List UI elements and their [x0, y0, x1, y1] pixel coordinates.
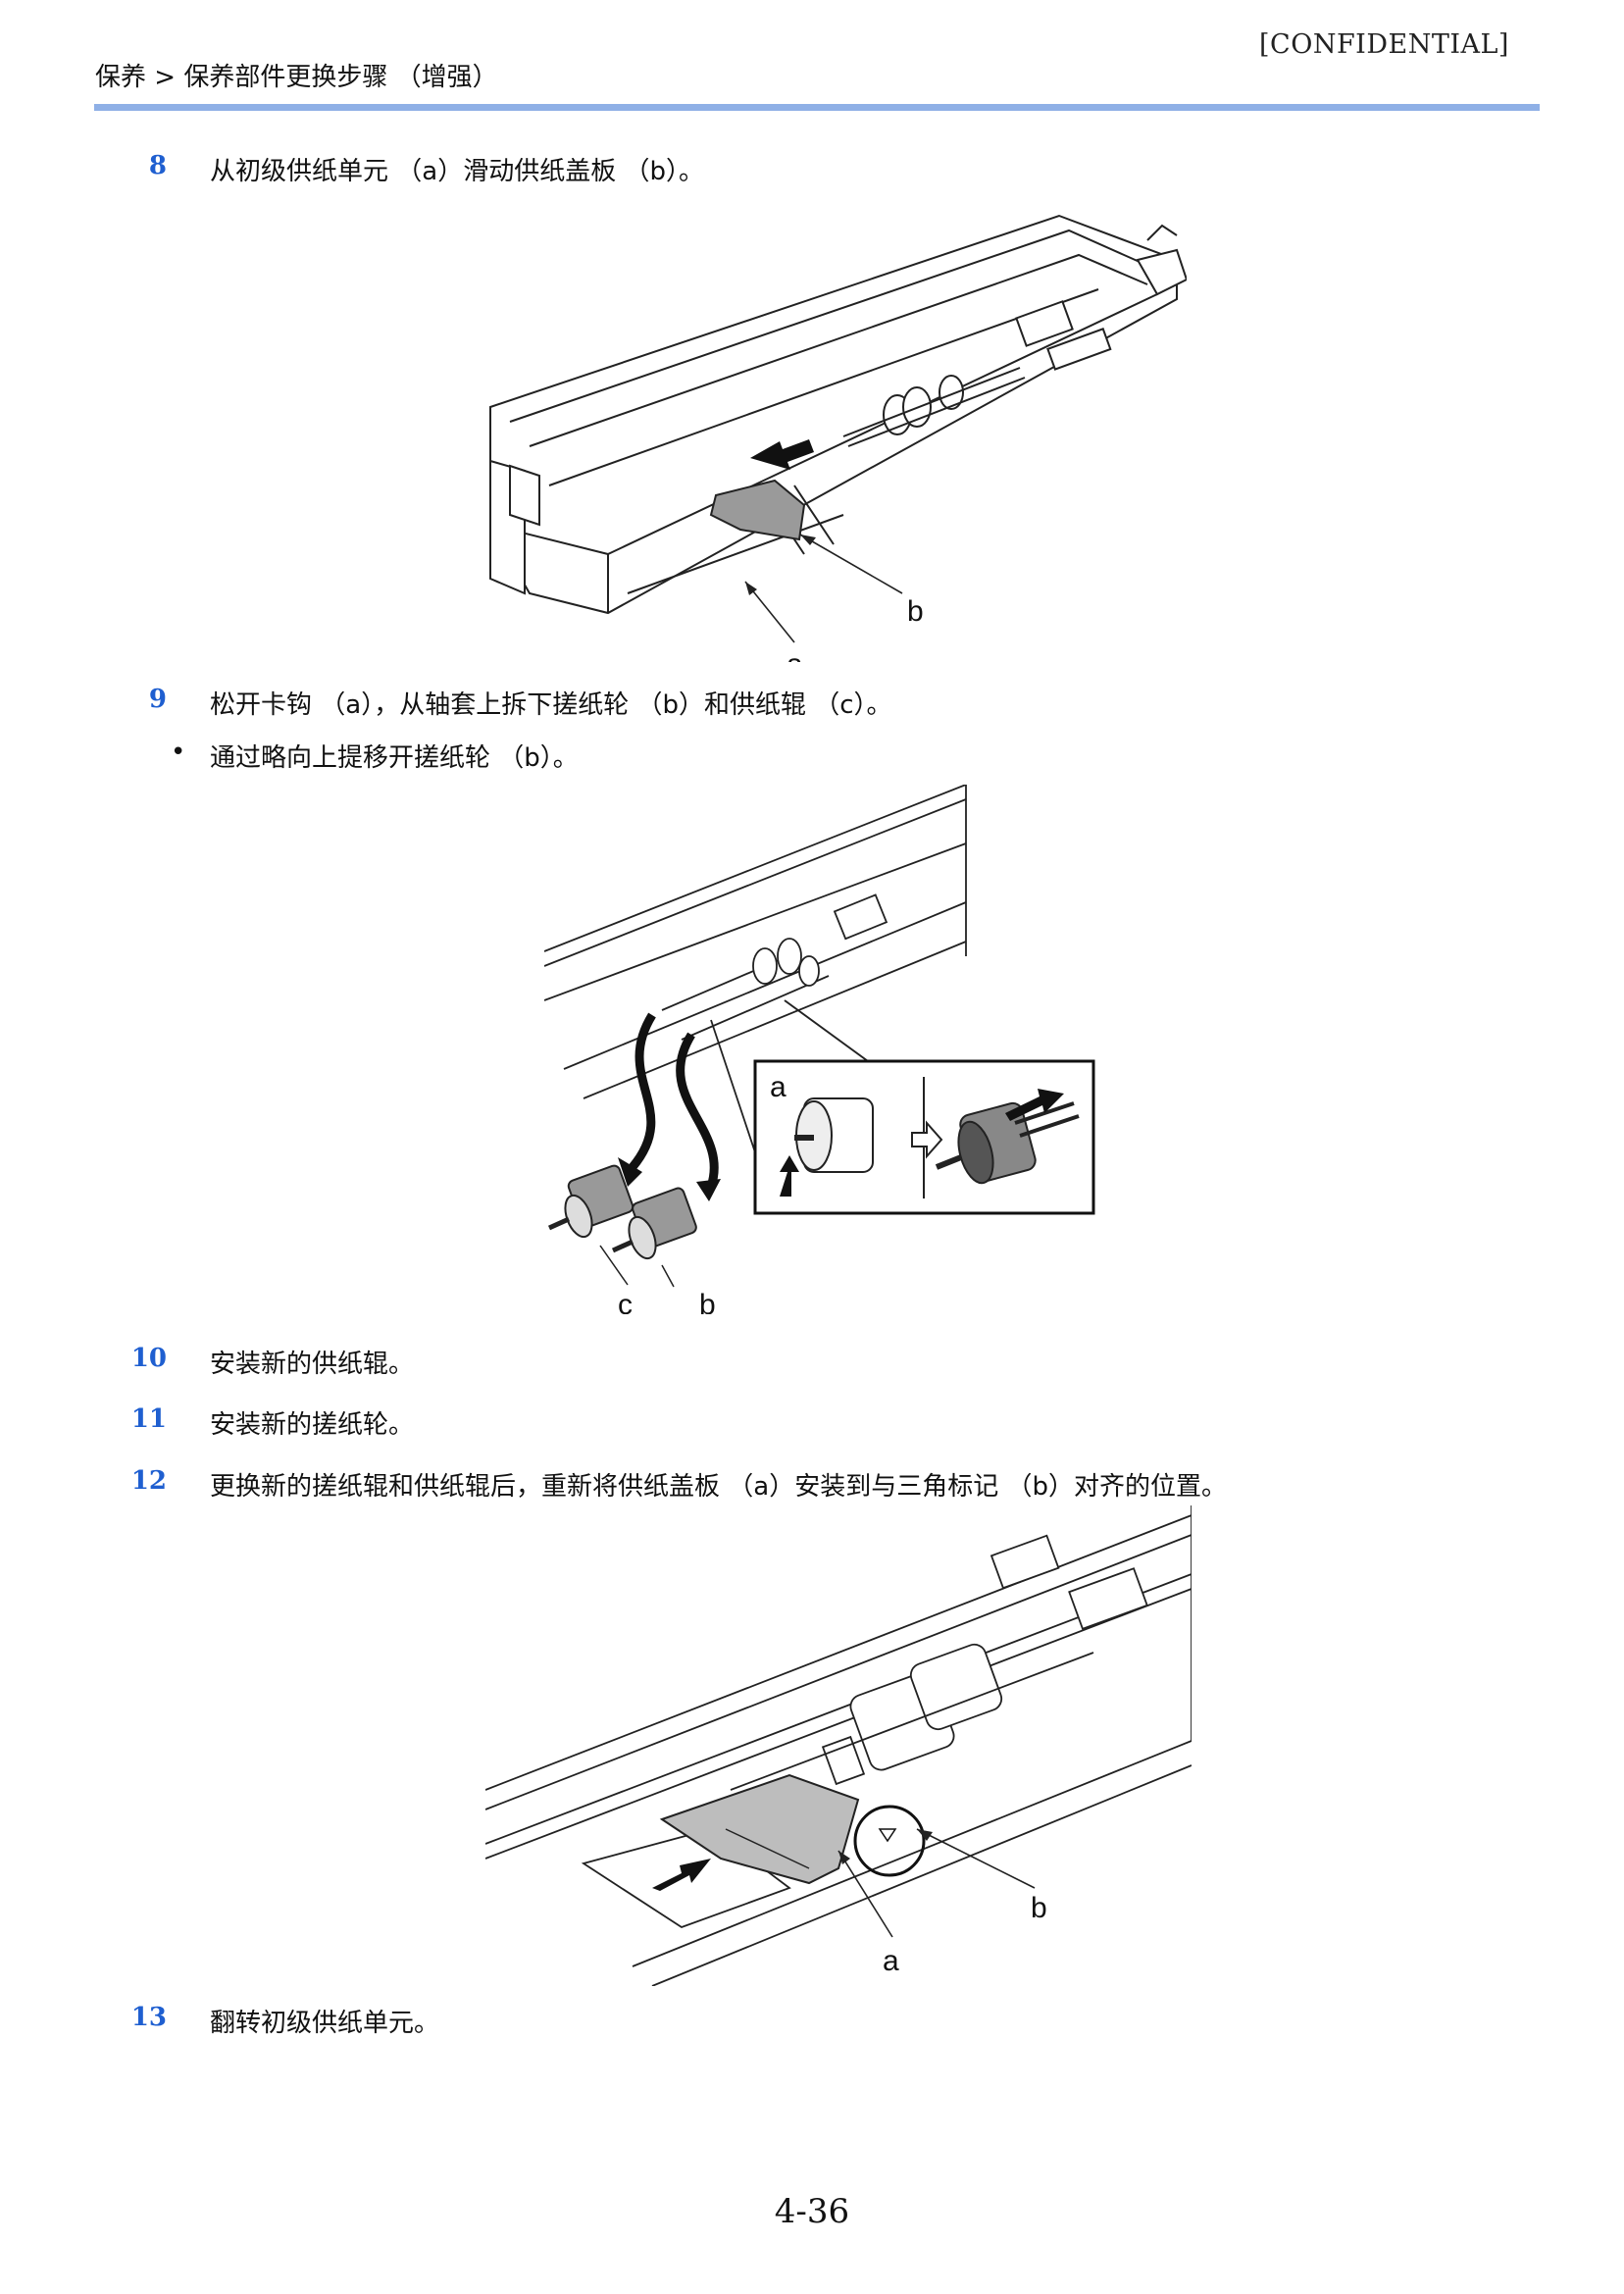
header-rule: [94, 104, 1540, 111]
callout-a: a: [787, 648, 803, 662]
bullet-symbol: •: [171, 738, 186, 767]
step-text: 安装新的供纸辊。: [210, 1350, 415, 1379]
page-number: 4-36: [774, 2192, 850, 2231]
figure-2-roller-removal: c b a: [544, 785, 1095, 1314]
step-text: 安装新的搓纸轮。: [210, 1410, 415, 1440]
breadcrumb: 保养 > 保养部件更换步骤 （增强）: [95, 63, 498, 92]
step-number: 12: [130, 1466, 167, 1496]
step-8: 8 从初级供纸单元 （a）滑动供纸盖板 （b）。: [149, 151, 704, 187]
callout-c: c: [618, 1289, 633, 1314]
step-10: 10 安装新的供纸辊。: [131, 1344, 415, 1380]
step-number: 9: [148, 685, 167, 714]
step-text: 松开卡钩 （a），从轴套上拆下搓纸轮 （b）和供纸辊 （c）。: [210, 690, 892, 720]
callout-b: b: [1031, 1892, 1047, 1924]
step-number: 8: [148, 151, 167, 180]
confidential-label: [CONFIDENTIAL]: [1259, 29, 1509, 60]
bullet-item: • 通过略向上提移开搓纸轮 （b）。: [171, 738, 579, 774]
step-12: 12 更换新的搓纸辊和供纸辊后，重新将供纸盖板 （a）安装到与三角标记 （b）对…: [131, 1466, 1227, 1503]
step-9: 9 松开卡钩 （a），从轴套上拆下搓纸轮 （b）和供纸辊 （c）。: [149, 685, 892, 721]
step-text: 翻转初级供纸单元。: [210, 2009, 440, 2038]
step-text: 更换新的搓纸辊和供纸辊后，重新将供纸盖板 （a）安装到与三角标记 （b）对齐的位…: [210, 1472, 1227, 1502]
step-number: 11: [130, 1404, 167, 1434]
callout-a: a: [883, 1945, 899, 1977]
step-11: 11 安装新的搓纸轮。: [131, 1404, 415, 1441]
callout-b: b: [699, 1289, 716, 1314]
step-number: 13: [130, 2003, 167, 2032]
step-text: 从初级供纸单元 （a）滑动供纸盖板 （b）。: [210, 157, 704, 186]
bullet-text: 通过略向上提移开搓纸轮 （b）。: [210, 743, 579, 773]
step-13: 13 翻转初级供纸单元。: [131, 2003, 440, 2039]
figure-3-cover-alignment: b a: [485, 1505, 1192, 1986]
callout-b: b: [907, 595, 924, 628]
step-number: 10: [130, 1344, 167, 1373]
figure-1-paper-feed-unit: b a: [489, 214, 1187, 662]
callout-a: a: [770, 1071, 787, 1103]
